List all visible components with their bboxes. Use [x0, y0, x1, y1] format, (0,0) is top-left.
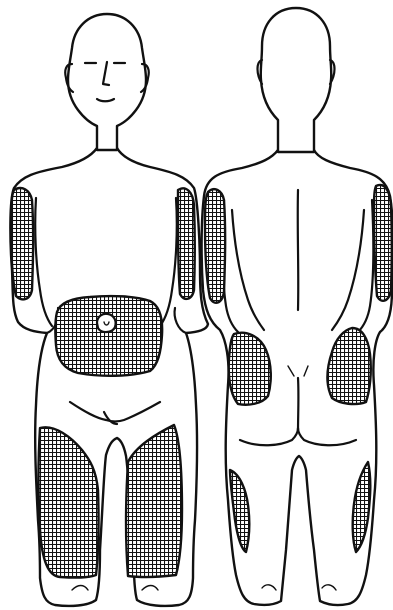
front-zone-abdomen — [55, 296, 162, 376]
front-zone-upper-arm-right — [178, 188, 195, 299]
back-head — [261, 8, 332, 152]
back-zone-upper-arm-left — [205, 189, 225, 303]
back-view-figure — [202, 8, 393, 605]
navel-marker — [97, 314, 116, 332]
back-zone-upper-arm-right — [374, 185, 392, 301]
front-view-figure — [10, 14, 208, 606]
back-spine — [298, 190, 299, 310]
front-zone-upper-arm-left — [11, 188, 33, 299]
front-head — [68, 14, 146, 150]
